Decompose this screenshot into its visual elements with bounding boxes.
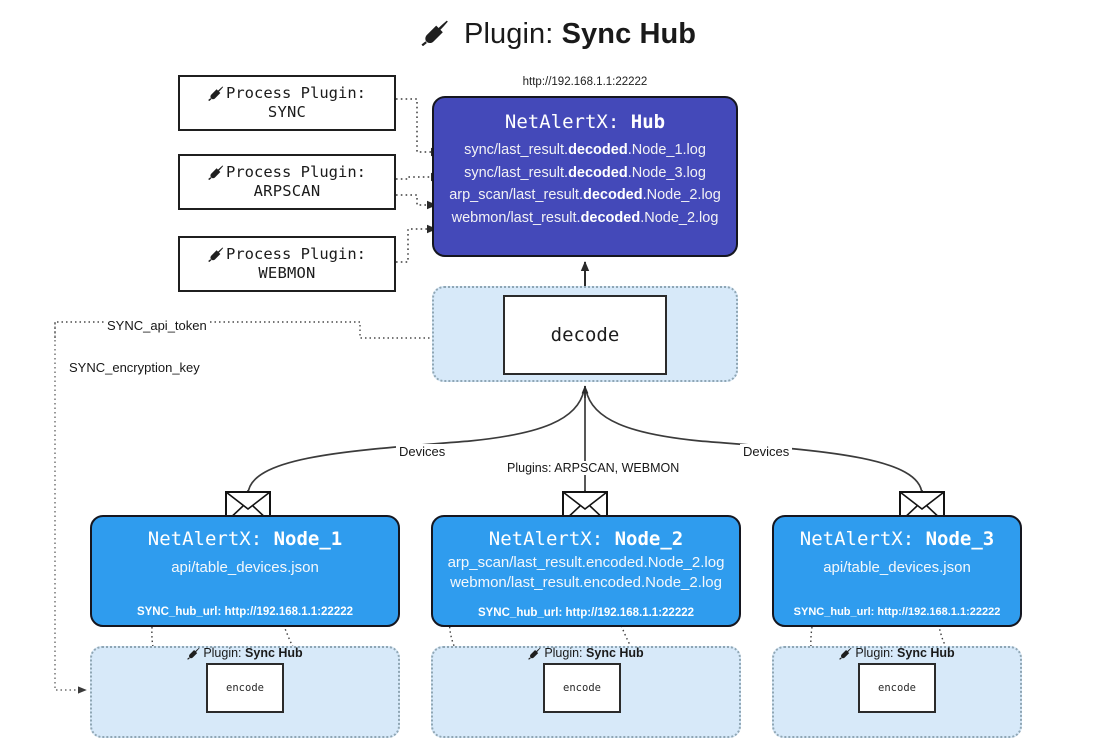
plug-icon <box>528 647 541 660</box>
decode-box[interactable]: decode <box>503 295 667 375</box>
process-plugin-line1: Process Plugin: <box>226 162 366 181</box>
node-line-list: api/table_devices.json <box>171 559 319 606</box>
title-name: Sync Hub <box>561 18 697 50</box>
node-box-node-2[interactable]: NetAlertX: Node_2 arp_scan/last_result.e… <box>431 515 741 627</box>
process-plugin-box-arpscan[interactable]: Process Plugin: ARPSCAN <box>178 154 396 210</box>
node-hub-url-setting: SYNC_hub_url: http://192.168.1.1:22222 <box>136 606 354 618</box>
process-plugin-line2: WEBMON <box>258 264 316 282</box>
plugins-label-center: Plugins: ARPSCAN, WEBMON <box>504 461 683 475</box>
page-title: Plugin: Sync Hub <box>0 18 1117 51</box>
hub-title-name: Hub <box>630 111 666 133</box>
title-prefix: Plugin: <box>464 18 554 50</box>
plug-icon <box>208 165 224 180</box>
plug-icon <box>208 247 224 262</box>
plug-icon <box>421 20 448 47</box>
plugin-label-node-3: Plugin: Sync Hub <box>772 645 1022 661</box>
process-plugin-line2: ARPSCAN <box>253 182 321 200</box>
node-line: webmon/last_result.encoded.Node_2.log <box>450 574 722 591</box>
hub-log-line: arp_scan/last_result.decoded.Node_2.log <box>449 187 721 204</box>
node-title: NetAlertX: Node_3 <box>799 528 995 550</box>
node-line: arp_scan/last_result.encoded.Node_2.log <box>447 554 725 571</box>
node-box-node-1[interactable]: NetAlertX: Node_1 api/table_devices.json… <box>90 515 400 627</box>
hub-log-line: sync/last_result.decoded.Node_1.log <box>464 142 706 158</box>
hub-log-list: sync/last_result.decoded.Node_1.log sync… <box>434 141 736 228</box>
node-line: api/table_devices.json <box>823 559 971 576</box>
hub-url-label: http://192.168.1.1:22222 <box>522 76 648 88</box>
sync-hub-plugin-container-node-3 <box>772 646 1022 738</box>
node-hub-url-setting: SYNC_hub_url: http://192.168.1.1:22222 <box>477 607 695 619</box>
process-plugin-box-sync[interactable]: Process Plugin: SYNC <box>178 75 396 131</box>
encode-box-node-3[interactable]: encode <box>858 663 936 713</box>
node-title: NetAlertX: Node_1 <box>147 528 343 550</box>
process-plugin-line1: Process Plugin: <box>226 244 366 263</box>
plugin-label-node-2: Plugin: Sync Hub <box>431 645 741 661</box>
devices-label-left: Devices <box>396 444 449 459</box>
node-box-node-3[interactable]: NetAlertX: Node_3 api/table_devices.json… <box>772 515 1022 627</box>
node-hub-url-setting: SYNC_hub_url: http://192.168.1.1:22222 <box>793 606 1001 618</box>
hub-title: NetAlertX: Hub <box>434 111 736 133</box>
devices-label-right: Devices <box>740 444 793 459</box>
hub-title-prefix: NetAlertX: <box>504 111 620 133</box>
plug-icon <box>187 647 200 660</box>
hub-log-line: sync/last_result.decoded.Node_3.log <box>464 164 706 181</box>
hub-node-box[interactable]: NetAlertX: Hub sync/last_result.decoded.… <box>432 96 738 257</box>
node-line: api/table_devices.json <box>171 559 319 576</box>
sync-encryption-key-label: SYNC_encryption_key <box>66 360 203 375</box>
plugin-label-node-1: Plugin: Sync Hub <box>90 645 400 661</box>
sync-api-token-label: SYNC_api_token <box>104 318 210 333</box>
encode-box-node-2[interactable]: encode <box>543 663 621 713</box>
plug-icon <box>208 86 224 101</box>
plug-icon <box>839 647 852 660</box>
process-plugin-box-webmon[interactable]: Process Plugin: WEBMON <box>178 236 396 292</box>
encode-box-node-1[interactable]: encode <box>206 663 284 713</box>
node-title: NetAlertX: Node_2 <box>488 528 684 550</box>
process-plugin-line1: Process Plugin: <box>226 83 366 102</box>
process-plugin-line2: SYNC <box>267 103 307 121</box>
hub-log-line: webmon/last_result.decoded.Node_2.log <box>451 209 719 226</box>
node-line-list: arp_scan/last_result.encoded.Node_2.log … <box>448 554 725 607</box>
node-line-list: api/table_devices.json <box>823 559 971 606</box>
